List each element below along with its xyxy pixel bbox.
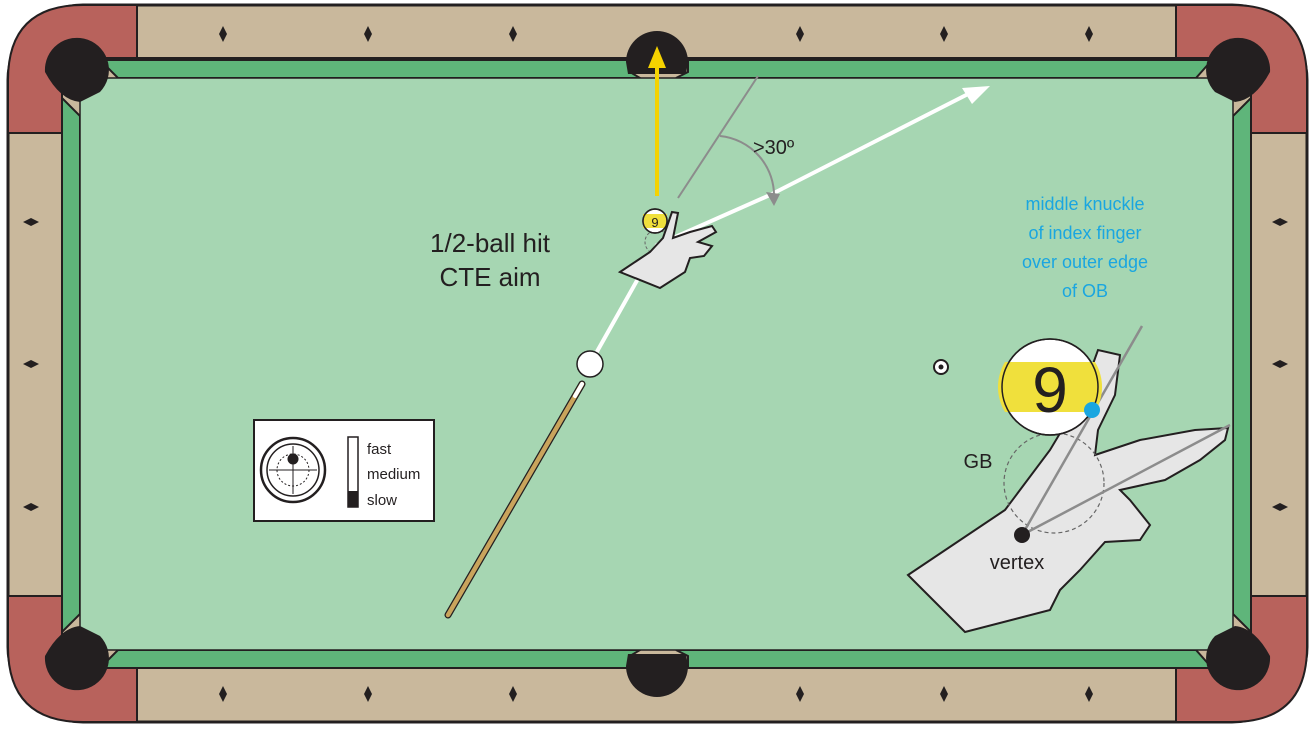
vertex-dot [1014, 527, 1030, 543]
speed-bar-fill [348, 491, 358, 507]
object-ball-small: 9 [643, 209, 667, 233]
speed-label-slow: slow [367, 492, 397, 509]
speed-label-fast: fast [367, 441, 392, 458]
angle-label: >30º [753, 137, 795, 159]
tip-contact-point [288, 454, 299, 465]
object-ball-large-number: 9 [1032, 354, 1068, 426]
cue-ball [577, 351, 603, 377]
instruction-line-1: middle knuckle [1025, 194, 1144, 214]
knuckle-dot [1084, 402, 1100, 418]
speed-bar [348, 437, 358, 507]
shot-label-line1: 1/2-ball hit [430, 228, 551, 258]
shot-label-line2: CTE aim [439, 262, 540, 292]
instruction-line-4: of OB [1062, 281, 1108, 301]
vertex-label: vertex [990, 552, 1044, 574]
instruction-line-3: over outer edge [1022, 252, 1148, 272]
object-ball-small-number: 9 [651, 215, 658, 230]
speed-legend: fast medium slow [254, 420, 434, 521]
spot-marker [934, 360, 948, 374]
speed-label-medium: medium [367, 466, 420, 483]
ghost-ball-label: GB [964, 451, 993, 473]
instruction-line-2: of index finger [1028, 223, 1141, 243]
cue-tip-diagram [261, 438, 325, 502]
